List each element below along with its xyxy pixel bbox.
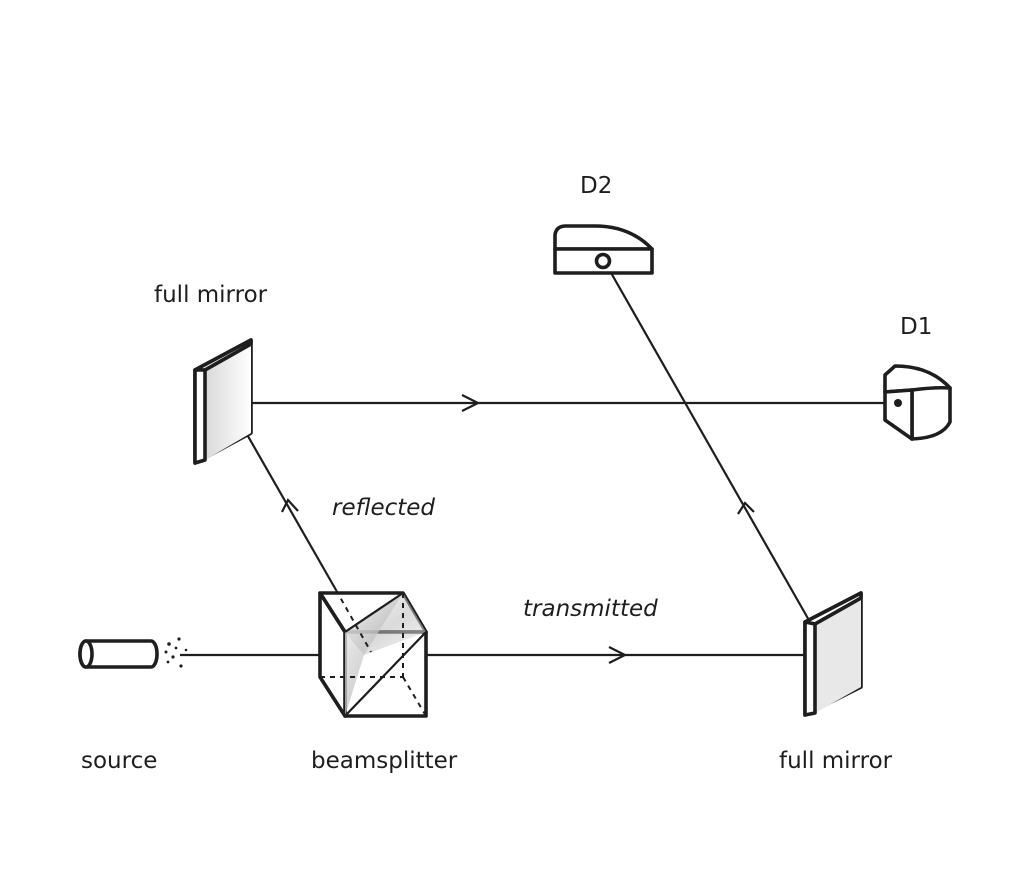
- full-mirror-top-label: full mirror: [154, 282, 268, 308]
- detector-d1-icon: [883, 364, 952, 441]
- arrow-right-icon: [608, 646, 628, 664]
- beamsplitter-cube-icon: [318, 589, 428, 718]
- d1-label: D1: [900, 314, 933, 340]
- arrow-up-icon: [737, 501, 755, 515]
- full-mirror-top-icon: [193, 338, 253, 465]
- source-emitter-icon: [78, 637, 188, 669]
- transmitted-label: transmitted: [523, 596, 658, 622]
- arrow-right-icon: [461, 394, 481, 412]
- beam-paths: [180, 263, 888, 657]
- source-label: source: [81, 748, 158, 774]
- arrow-up-icon: [281, 498, 299, 513]
- emission-dots-icon: [164, 637, 188, 668]
- d2-label: D2: [580, 173, 613, 199]
- full-mirror-bottom-label: full mirror: [779, 748, 893, 774]
- beam-to-d2: [605, 263, 811, 623]
- beamsplitter-label: beamsplitter: [311, 748, 458, 774]
- reflected-label: reflected: [332, 495, 436, 521]
- direction-arrows: [281, 394, 755, 664]
- full-mirror-bottom-icon: [803, 591, 863, 717]
- detector-d2-icon: [553, 224, 654, 275]
